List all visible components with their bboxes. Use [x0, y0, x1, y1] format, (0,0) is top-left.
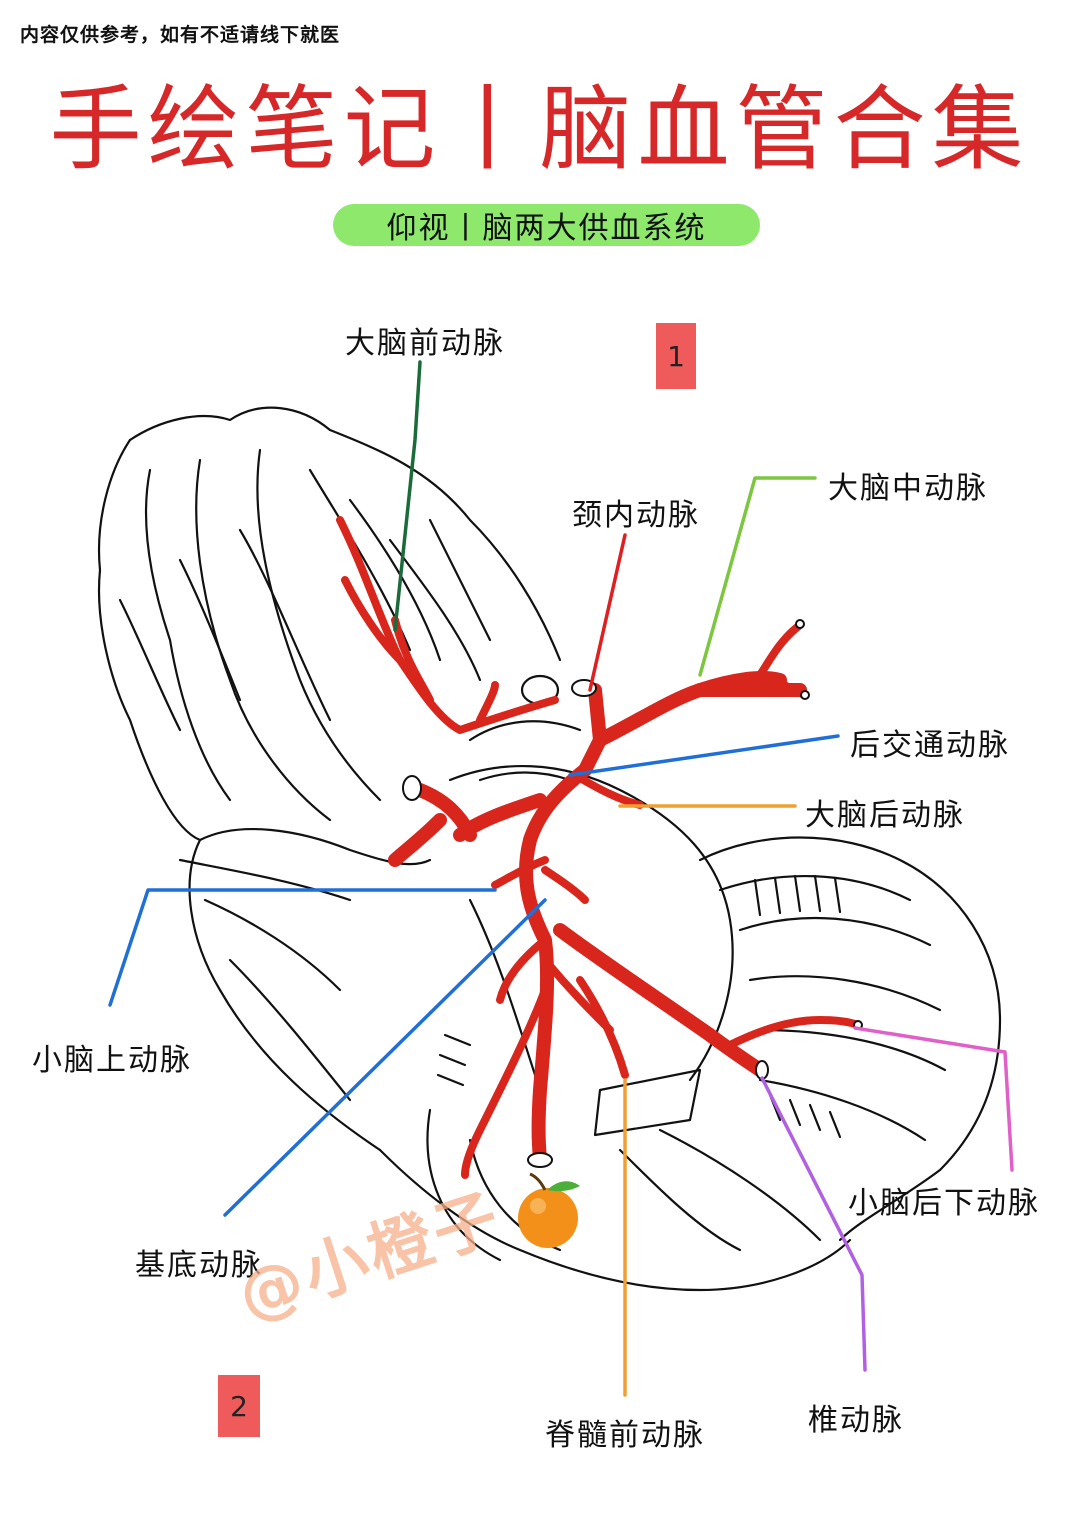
- label-middle-cerebral-artery: 大脑中动脉: [828, 463, 988, 507]
- ica-leader-line: [590, 535, 625, 690]
- label-anterior-spinal-artery: 脊髓前动脉: [545, 1410, 705, 1454]
- label-posterior-cerebral-artery: 大脑后动脉: [805, 790, 965, 834]
- artery-network: [340, 520, 862, 1175]
- label-internal-carotid-artery: 颈内动脉: [572, 490, 700, 534]
- mca-leader-line: [700, 478, 815, 675]
- label-superior-cerebellar-artery: 小脑上动脉: [32, 1035, 192, 1079]
- vessel-openings: [403, 620, 862, 1167]
- label-posterior-inferior-cerebellar-artery: 小脑后下动脉: [848, 1178, 1040, 1222]
- label-posterior-communicating-artery: 后交通动脉: [850, 720, 1010, 764]
- pica-leader-line: [855, 1028, 1012, 1170]
- label-anterior-cerebral-artery: 大脑前动脉: [345, 318, 505, 362]
- basilar-leader-line: [225, 900, 545, 1215]
- vertebral-leader-line: [762, 1078, 865, 1370]
- sca-leader-line: [110, 890, 495, 1005]
- label-vertebral-artery: 椎动脉: [808, 1395, 904, 1439]
- orange-icon: [518, 1174, 580, 1248]
